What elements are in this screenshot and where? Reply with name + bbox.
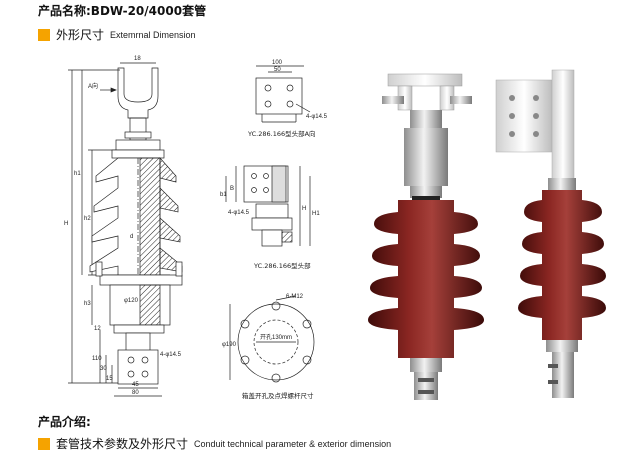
dim-phi190: φ190 [222,342,237,348]
dim-110: 110 [92,356,102,362]
head-view-labels: B b1 4-φ14.5 H H1 YC.286.166型头部 [220,186,320,270]
main-drawing-labels: 18 A向 h1 H h2 h3 d φ120 12 110 30 15 45 … [64,56,182,396]
dim-hole: 4-φ14.5 [160,352,182,358]
head-caption: YC.286.166型头部 [253,261,311,270]
dim-h3: h3 [84,301,91,307]
dim-b: B [230,186,234,192]
dim-45: 45 [132,382,139,388]
flange-caption: 箱盖开孔及点焊螺杆尺寸 [242,391,314,400]
dim-m12: 6-M12 [286,294,304,300]
orange-square-icon [38,437,50,450]
dim-h: H [64,221,68,227]
section-external-dimension: 外形尺寸 Extemrnal Dimension [38,26,196,43]
dim-18: 18 [134,56,141,62]
section-title-cn: 套管技术参数及外形尺寸 [56,437,189,451]
dim-open: 开孔130mm [260,333,292,341]
section-technical-parameter: 套管技术参数及外形尺寸 Conduit technical parameter … [38,435,391,452]
dim-hole-head: 4-φ14.5 [228,210,250,216]
section-title-en: Extemrnal Dimension [110,29,196,40]
dim-15: 15 [106,376,113,382]
bushing-photo-2 [495,69,606,398]
main-bushing-drawing [68,62,183,397]
dim-12: 12 [94,326,101,332]
dim-b1: b1 [220,192,227,198]
dim-phi120: φ120 [124,298,139,304]
section-title-cn: 外形尺寸 [56,28,105,42]
dim-h1: h1 [74,171,81,177]
flange-view-labels: 6-M12 φ190 开孔130mm 箱盖开孔及点焊螺杆尺寸 [222,294,314,400]
head-view-drawing [225,165,311,247]
dim-d: d [130,234,133,240]
bushing-photo-1 [368,73,484,400]
dim-view-a: A向 [88,82,98,90]
dim-head-h1: H1 [312,211,320,217]
section-title-en: Conduit technical parameter & exterior d… [194,438,392,449]
orange-square-icon [38,28,50,41]
head-a-caption: YC.286.166型头部A向 [247,129,316,138]
product-name-title: 产品名称:BDW-20/4000套管 [38,4,207,18]
head-a-view-labels: 100 50 4-φ14.5 YC.286.166型头部A向 [247,60,328,138]
dim-80: 80 [132,390,139,396]
dim-h2: h2 [84,216,91,222]
dim-head-h: H [302,206,306,212]
dim-30: 30 [100,366,107,372]
dim-hole-a: 4-φ14.5 [306,114,328,120]
flange-view-drawing [229,295,315,383]
head-a-view-drawing [255,65,311,123]
dim-100: 100 [272,60,283,66]
dim-50: 50 [274,67,281,73]
product-intro-label: 产品介绍: [38,415,91,429]
